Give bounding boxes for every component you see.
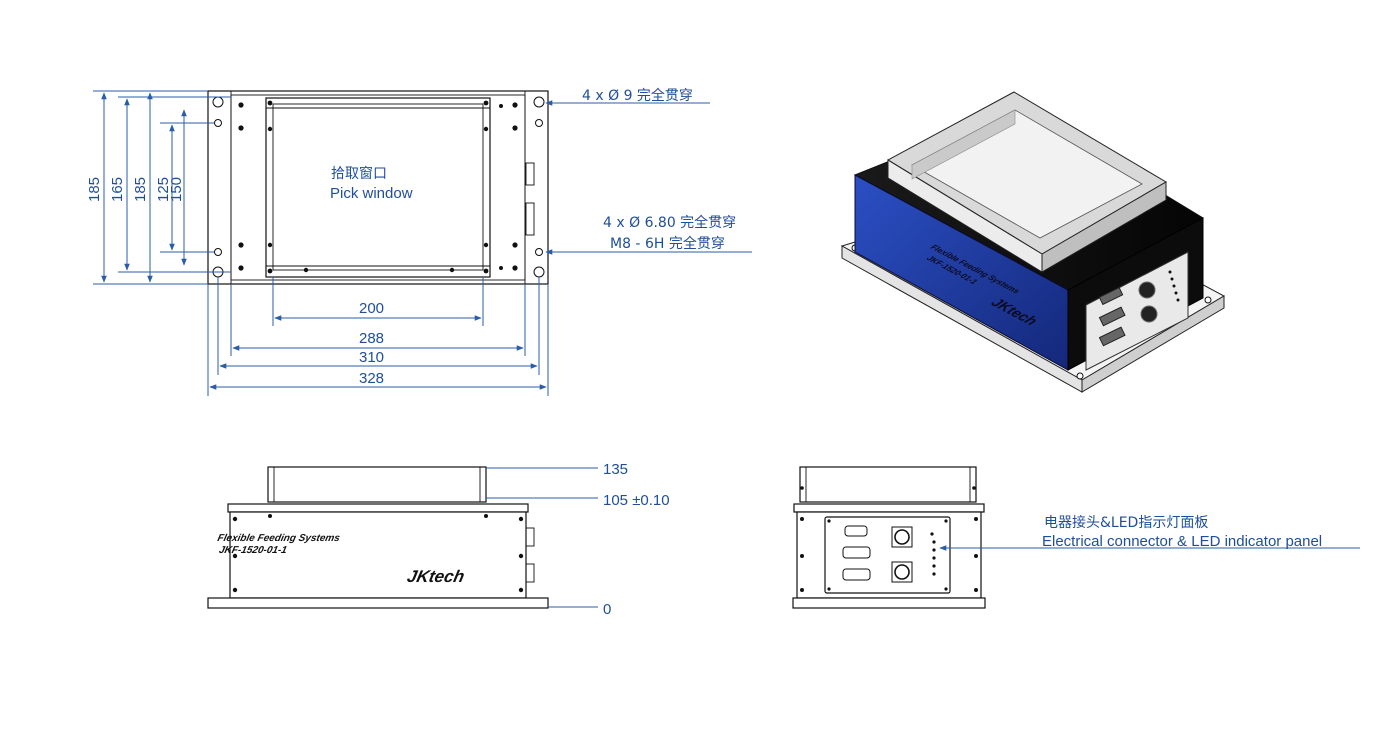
iso-tray-back-wall-inner (911, 109, 1016, 180)
vdim-label-125: 125 (155, 177, 172, 202)
iso-circular-connector-2 (1140, 305, 1158, 323)
iso-led-indicators (1168, 270, 1180, 302)
through-hole-tl (212, 96, 224, 108)
top-view: 拾取窗口 Pick window 4 x Ø 9 完全贯穿 4 x Ø 6.80… (86, 87, 752, 396)
iso-base-hole-2 (1076, 372, 1084, 380)
front-connector-2 (525, 563, 535, 583)
end-led-indicators (930, 532, 936, 576)
end-dsub-2 (842, 546, 871, 559)
iso-dsub-2 (1098, 306, 1126, 327)
hole-note-2-line2: M8 - 6H 完全贯穿 (610, 235, 725, 252)
iso-circular-connector-1 (1138, 281, 1156, 299)
vdim-label-150: 150 (168, 177, 185, 202)
hole-note-2-line1: 4 x Ø 6.80 完全贯穿 (603, 214, 736, 231)
vdim-label-165: 165 (109, 177, 126, 202)
panel-label-en: Electrical connector & LED indicator pan… (1042, 533, 1322, 550)
end-base-plate (792, 597, 986, 609)
housing-outline (230, 94, 526, 281)
tapped-hole-tl (214, 119, 222, 127)
pick-window-label-en: Pick window (330, 185, 413, 202)
iso-tray-side-wall (1041, 181, 1167, 273)
isometric-view: Flexible Feeding Systems JKF-1520-01-1 J… (840, 91, 1226, 393)
front-logo: JKtech (405, 566, 466, 586)
end-dsub-3 (842, 568, 871, 581)
height-label-135: 135 (603, 461, 628, 478)
horizontal-extension-lines (207, 277, 549, 396)
end-circular-connector-1-face (894, 529, 910, 545)
iso-base-hole-3 (1204, 296, 1212, 304)
through-hole-tr (533, 96, 545, 108)
housing-bolts (238, 100, 518, 274)
hdim-label-310: 310 (359, 349, 384, 366)
hdim-label-288: 288 (359, 330, 384, 347)
vdim-label-185-inner: 185 (132, 177, 149, 202)
pick-window-frame (265, 97, 491, 278)
front-top-plate (227, 503, 529, 513)
front-brand-line1: Flexible Feeding Systems (216, 533, 341, 544)
height-label-105: 105 ±0.10 (603, 492, 670, 509)
end-tray (799, 466, 977, 503)
vdim-label-185-outer: 185 (86, 177, 103, 202)
front-base-plate (207, 597, 549, 609)
end-dsub-1 (844, 525, 868, 537)
end-bolts (800, 486, 978, 592)
pick-window-inner (272, 103, 484, 271)
front-housing (229, 511, 527, 599)
tapped-hole-tr (535, 119, 543, 127)
front-tray (267, 466, 487, 503)
hole-note-1: 4 x Ø 9 完全贯穿 (582, 87, 693, 104)
end-top-plate (793, 503, 985, 513)
side-connector-2 (525, 202, 535, 236)
end-circular-connector-2-face (894, 564, 910, 580)
tapped-hole-bl (214, 248, 222, 256)
front-bolts (232, 514, 524, 593)
hdim-label-200: 200 (359, 300, 384, 317)
side-connector-1 (525, 162, 535, 186)
end-view: 电器接头&LED指示灯面板 Electrical connector & LED… (792, 466, 1360, 609)
front-connector-1 (525, 527, 535, 547)
iso-dsub-3 (1098, 326, 1126, 347)
tapped-hole-br (535, 248, 543, 256)
hdim-label-328: 328 (359, 370, 384, 387)
panel-label-cn: 电器接头&LED指示灯面板 (1044, 514, 1208, 531)
pick-window-label-cn: 拾取窗口 (331, 165, 387, 182)
front-brand-line2: JKF-1520-01-1 (218, 545, 288, 556)
front-view: Flexible Feeding Systems JKF-1520-01-1 J… (207, 461, 670, 618)
through-hole-br (533, 266, 545, 278)
iso-dsub-1 (1098, 286, 1124, 306)
vertical-extension-lines (93, 90, 231, 285)
height-label-0: 0 (603, 601, 611, 618)
